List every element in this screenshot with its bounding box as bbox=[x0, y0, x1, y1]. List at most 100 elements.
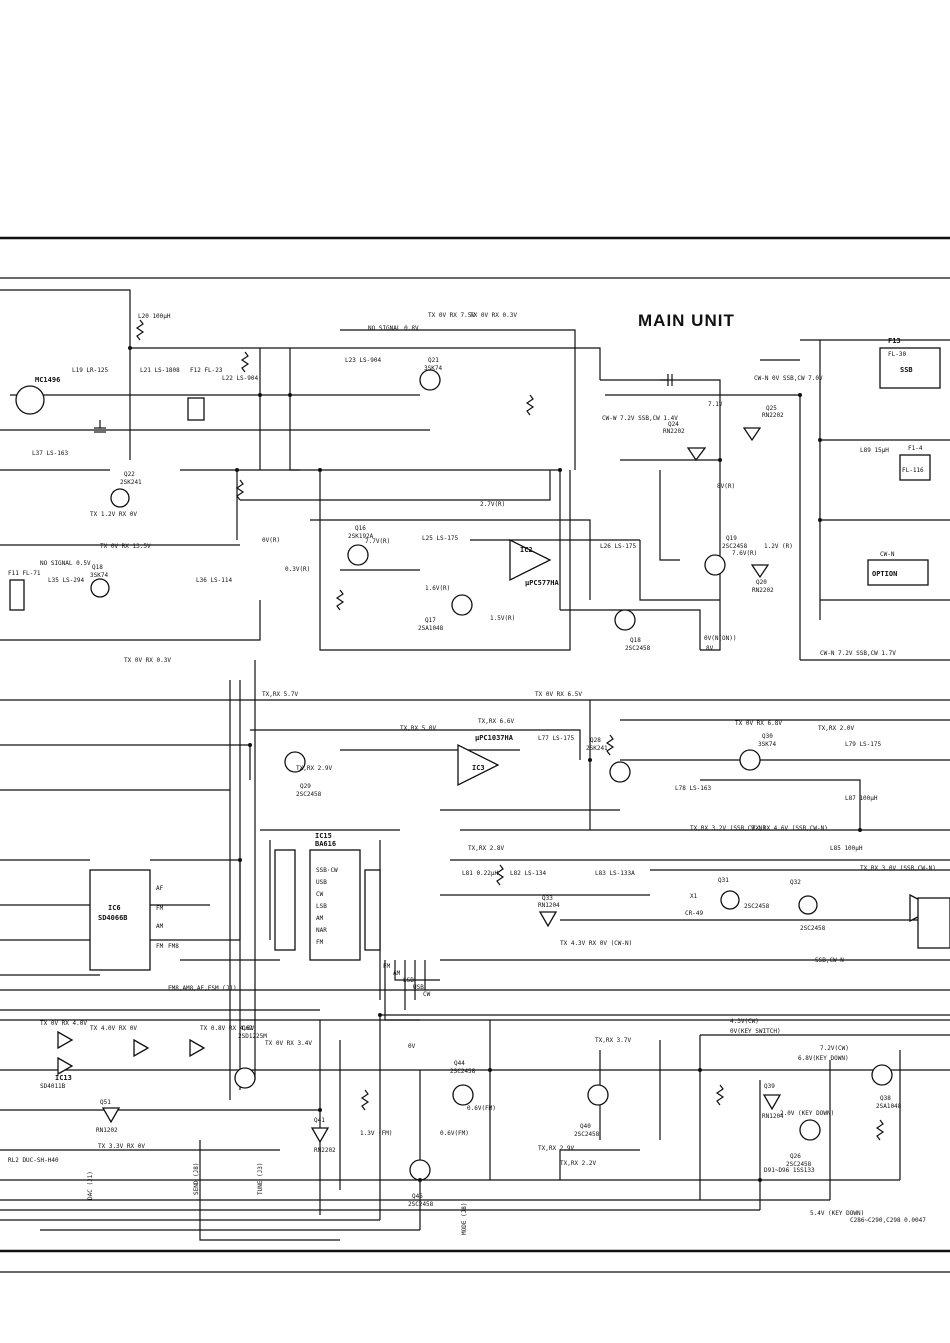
q22-part: 2SK241 bbox=[120, 479, 142, 486]
svg-text:4.3V(CW): 4.3V(CW) bbox=[730, 1018, 759, 1025]
svg-text:TX,RX 6.6V: TX,RX 6.6V bbox=[478, 718, 515, 725]
svg-text:NO SIGNAL 0.5V: NO SIGNAL 0.5V bbox=[40, 560, 91, 567]
option-inner: OPTION bbox=[872, 570, 897, 578]
inductor-l83: L83 LS-133A bbox=[595, 870, 635, 877]
q17-transistor bbox=[451, 594, 473, 616]
q45-ref: Q45 bbox=[412, 1193, 423, 1200]
svg-text:6.8V(KEY DOWN): 6.8V(KEY DOWN) bbox=[798, 1055, 849, 1062]
q39-symbol bbox=[762, 1094, 782, 1111]
part-notes: D91~D96 1SS133 C286~C290,C298 0.0047 CR-… bbox=[685, 893, 926, 1224]
rf-section-wiring bbox=[0, 289, 950, 661]
ic15-net-3: LSB bbox=[403, 977, 414, 984]
svg-text:TX,RX 2.0V: TX,RX 2.0V bbox=[818, 725, 855, 732]
q24-symbol bbox=[686, 447, 707, 462]
ic15-net-2: AM bbox=[393, 970, 401, 977]
ic13-gate-3 bbox=[57, 1056, 74, 1076]
q19-part: 2SC2458 bbox=[722, 543, 748, 550]
svg-text:1.2V (R): 1.2V (R) bbox=[764, 543, 793, 550]
ic2-symbol bbox=[509, 538, 552, 582]
svg-text:TX 0.8V RX 4.0V: TX 0.8V RX 4.0V bbox=[200, 1025, 255, 1032]
q33-ref: Q33 bbox=[542, 895, 553, 902]
f14-box bbox=[899, 454, 931, 481]
q30-transistor bbox=[739, 749, 761, 771]
inductor-l87: L87 100µH bbox=[845, 795, 878, 802]
svg-text:CW-N 7.2V SSB,CW 1.7V: CW-N 7.2V SSB,CW 1.7V bbox=[820, 650, 896, 657]
svg-text:CW-N 0V SSB,CW 7.0V: CW-N 0V SSB,CW 7.0V bbox=[754, 375, 823, 382]
option-label: CW-N bbox=[880, 551, 895, 558]
svg-text:TX 0V RX 0.3V: TX 0V RX 0.3V bbox=[124, 657, 171, 664]
ic13-gate-2 bbox=[57, 1030, 74, 1050]
q45-transistor bbox=[409, 1159, 431, 1181]
ic15-output-box bbox=[364, 869, 381, 951]
ic15-net-1: FM bbox=[383, 963, 391, 970]
q26-part: 2SC2458 bbox=[786, 1161, 812, 1168]
connector-labels: SEND (J8) TUNE (J3) MODE (J8) DAC (J1) F… bbox=[8, 943, 468, 1235]
q32-ref: Q32 bbox=[790, 879, 801, 886]
svg-text:TUNE (J3): TUNE (J3) bbox=[257, 1162, 264, 1195]
svg-text:TX,RX 5.0V: TX,RX 5.0V bbox=[400, 725, 437, 732]
svg-text:TX,RX 3.2V (SSB,CW-N): TX,RX 3.2V (SSB,CW-N) bbox=[690, 825, 766, 832]
inductor-l19: L19 LR-125 bbox=[72, 367, 109, 374]
svg-text:8V: 8V bbox=[706, 645, 714, 652]
ic15-pin-4: LSB bbox=[316, 903, 327, 910]
svg-text:1.6V(R): 1.6V(R) bbox=[425, 585, 450, 592]
q40-transistor bbox=[587, 1084, 609, 1106]
svg-text:FM8: FM8 bbox=[168, 943, 179, 950]
inductor-l26: L26 LS-175 bbox=[600, 543, 637, 550]
svg-text:TX 3.3V RX 0V: TX 3.3V RX 0V bbox=[98, 1143, 145, 1150]
svg-text:TX 0V RX 6.8V: TX 0V RX 6.8V bbox=[735, 720, 782, 727]
q62-transistor bbox=[234, 1067, 256, 1089]
q26-ref: Q26 bbox=[790, 1153, 801, 1160]
q41-ref: Q41 bbox=[314, 1117, 325, 1124]
svg-text:0.6V(FM): 0.6V(FM) bbox=[467, 1105, 496, 1112]
svg-text:TX 4.0V RX 0V: TX 4.0V RX 0V bbox=[90, 1025, 137, 1032]
svg-text:0V(R): 0V(R) bbox=[262, 537, 280, 544]
ic15-box bbox=[309, 849, 361, 961]
ic13-gate-1 bbox=[133, 1038, 150, 1058]
svg-text:NO SIGNAL 0.8V: NO SIGNAL 0.8V bbox=[368, 325, 419, 332]
q25-ref: Q25 bbox=[766, 405, 777, 412]
q38-ref: Q38 bbox=[880, 1095, 891, 1102]
svg-text:TX 0V RX 3.4V: TX 0V RX 3.4V bbox=[265, 1040, 312, 1047]
svg-text:C286~C290,C298 0.0047: C286~C290,C298 0.0047 bbox=[850, 1217, 926, 1224]
q18-ref: Q18 bbox=[630, 637, 641, 644]
q40-part: 2SC2458 bbox=[574, 1131, 600, 1138]
svg-text:RL2 DUC-SH-H40: RL2 DUC-SH-H40 bbox=[8, 1157, 59, 1164]
q51-part: RN1202 bbox=[96, 1127, 118, 1134]
f12-box bbox=[187, 397, 205, 421]
inductor-l20: L20 100µH bbox=[138, 313, 171, 320]
q29-transistor bbox=[284, 751, 306, 773]
ic1-symbol bbox=[15, 385, 45, 415]
f14-label: F1-4 bbox=[908, 445, 923, 452]
svg-text:SEND (J8): SEND (J8) bbox=[193, 1162, 200, 1195]
filter-f12: F12 FL-23 bbox=[190, 367, 223, 374]
svg-text:TX,RX 2.9V: TX,RX 2.9V bbox=[296, 765, 333, 772]
voltage-annotations: NO SIGNAL 0.8V TX 0V RX 7.5V TX 0V RX 0.… bbox=[40, 312, 936, 1217]
ic6-pin-fm2: FM bbox=[156, 943, 164, 950]
ic2-ref: IC2 bbox=[520, 546, 533, 554]
q32-part: 2SC2458 bbox=[800, 925, 826, 932]
q62-part: 2SD1225M bbox=[238, 1033, 267, 1040]
svg-text:8V(R): 8V(R) bbox=[717, 483, 735, 490]
q21-transistor bbox=[419, 369, 441, 391]
inductor-l21: L21 LS-1808 bbox=[140, 367, 180, 374]
q51-symbol bbox=[101, 1107, 121, 1124]
svg-text:TX,RX 2.8V: TX,RX 2.8V bbox=[468, 845, 505, 852]
q28-ref: Q28 bbox=[590, 737, 601, 744]
svg-text:7.1V: 7.1V bbox=[708, 401, 723, 408]
component-marks bbox=[94, 319, 885, 1141]
q25-part: RN2202 bbox=[762, 412, 784, 419]
q33-part: RN1204 bbox=[538, 902, 560, 909]
svg-text:D91~D96 1SS133: D91~D96 1SS133 bbox=[764, 1167, 815, 1174]
q62-ref: Q62 bbox=[242, 1025, 253, 1032]
ic15-pin-6: NAR bbox=[316, 927, 327, 934]
f11-box bbox=[9, 579, 25, 611]
inductor-l37: L37 LS-163 bbox=[32, 450, 69, 457]
inductor-l35: L35 LS-294 bbox=[48, 577, 85, 584]
svg-text:0V(KEY SWITCH): 0V(KEY SWITCH) bbox=[730, 1028, 781, 1035]
svg-text:2.7V(R): 2.7V(R) bbox=[480, 501, 505, 508]
ic15-pin-3: CW bbox=[316, 891, 324, 898]
q16-part: 2SK192A bbox=[348, 533, 374, 540]
